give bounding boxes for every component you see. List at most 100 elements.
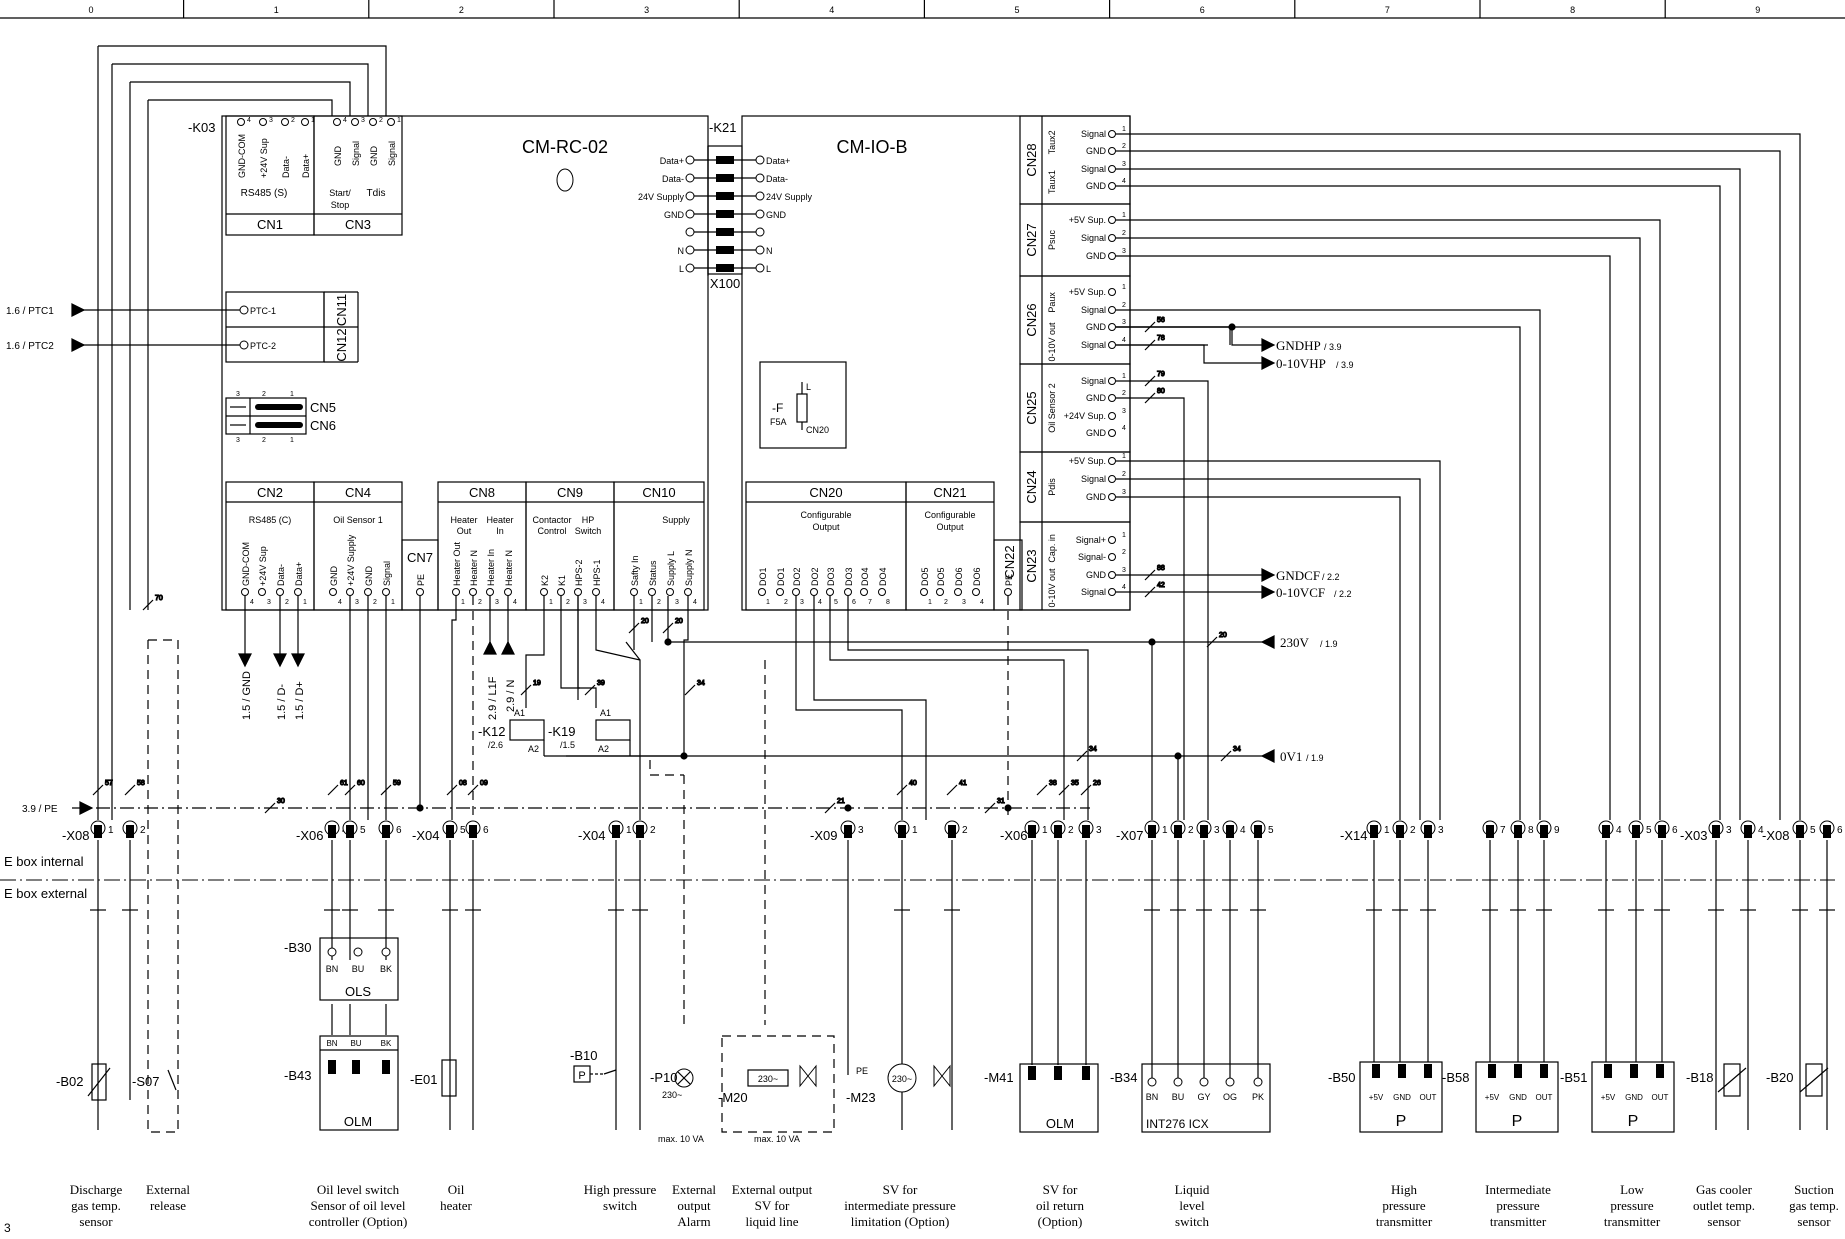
ruler-index: 3 xyxy=(644,5,649,15)
pin-number: 3 xyxy=(355,599,359,606)
connector-cn21 xyxy=(905,481,995,611)
connector-sub: 0-10V out xyxy=(1047,568,1057,608)
wire-tdis xyxy=(98,45,387,116)
pin-number: 1 xyxy=(461,599,465,606)
terminal-block xyxy=(1082,1066,1090,1080)
terminal-number: 7 xyxy=(1500,825,1506,836)
arrow-head xyxy=(238,653,252,668)
wire-tick xyxy=(1080,784,1092,796)
board-ref: -K03 xyxy=(188,120,215,135)
pin-label: GND xyxy=(1086,570,1107,580)
ref-l1f: 2.9 / L1F xyxy=(487,676,499,720)
pin-number: 1 xyxy=(1122,284,1126,291)
wire-signal xyxy=(1116,326,1521,820)
fuse-l: L xyxy=(806,382,811,392)
wire-signal xyxy=(1116,150,1781,820)
board-title: CM-RC-02 xyxy=(522,137,608,157)
terminal-block xyxy=(328,825,336,838)
wire-tick xyxy=(520,684,532,696)
pin-label: HPS-1 xyxy=(592,559,602,586)
pin-label: Signal- xyxy=(1078,552,1106,562)
terminal-block xyxy=(352,1060,360,1074)
pin-circle xyxy=(504,588,512,596)
connector-cn9 xyxy=(525,481,615,611)
pin-number: 2 xyxy=(285,599,289,606)
device-caption: Liquid xyxy=(1175,1182,1210,1197)
pin-circle xyxy=(452,588,460,596)
connector-cn7 xyxy=(401,539,439,611)
wire-color: BK xyxy=(381,1039,392,1048)
icx-pin: OG xyxy=(1223,1092,1237,1102)
pin-label: Supply L xyxy=(666,551,676,586)
pin-number: 2 xyxy=(379,117,383,124)
pin-circle xyxy=(258,588,266,596)
ref-230v: 230V xyxy=(1280,635,1310,650)
wire-tick xyxy=(1206,636,1218,648)
pin-circle xyxy=(1108,493,1116,501)
valve-m23 xyxy=(887,1063,917,1093)
ref-n: 2.9 / N xyxy=(505,680,517,712)
terminal-block xyxy=(1823,825,1831,838)
terminal-number: 4 xyxy=(1616,825,1622,836)
x100-pin-left: GND xyxy=(664,210,685,220)
wire-number: 31 xyxy=(997,798,1005,805)
device-caption: Low xyxy=(1620,1182,1644,1197)
device-caption: External xyxy=(146,1182,190,1197)
pin-number: 3 xyxy=(236,391,240,398)
x100-pin-left: N xyxy=(678,246,685,256)
pin-circle xyxy=(1253,1077,1263,1087)
strip-terminal xyxy=(716,264,734,272)
device-olm xyxy=(319,1035,399,1131)
terminal-block xyxy=(1148,825,1156,838)
pin-number: 1 xyxy=(549,599,553,606)
pin-label: Heater In xyxy=(486,549,496,586)
terminal-block xyxy=(1424,1064,1432,1078)
pin-number: 7 xyxy=(868,599,872,606)
x100-pin-right: GND xyxy=(766,210,787,220)
pin-number: 3 xyxy=(962,599,966,606)
terminal-block xyxy=(126,825,134,838)
switch-contact xyxy=(603,1069,617,1075)
pin-circle xyxy=(1108,165,1116,173)
ruler-index: 5 xyxy=(1014,5,1019,15)
pin-circle xyxy=(1199,1077,1209,1087)
icx-pin: BU xyxy=(1172,1092,1185,1102)
device-voltage: 230~ xyxy=(662,1090,682,1100)
wire-color: BU xyxy=(352,964,365,974)
pin-label: PE xyxy=(416,574,426,586)
wire-number: 34 xyxy=(1089,746,1097,753)
ref-vcf: 0-10VCF xyxy=(1276,585,1325,600)
sensor-diagonal xyxy=(1799,1067,1829,1093)
terminal-number: 6 xyxy=(1837,825,1843,836)
pin-label: GND xyxy=(1086,181,1107,191)
terminal-ref: -X08 xyxy=(62,828,89,843)
wire-signal xyxy=(1116,133,1801,820)
terminal-block xyxy=(1254,825,1262,838)
wire-tick xyxy=(584,684,596,696)
device-ref: -E01 xyxy=(410,1072,437,1087)
device-caption: SV for xyxy=(755,1198,790,1213)
wire-hp-switch xyxy=(595,596,641,820)
wire-number: 40 xyxy=(909,780,917,787)
wire-hp xyxy=(625,641,641,661)
device-caption: Suction xyxy=(1794,1182,1834,1197)
terminal-number: 1 xyxy=(912,825,918,836)
wire-tick xyxy=(1058,784,1070,796)
terminal-block xyxy=(94,825,102,838)
pin-number: 3 xyxy=(269,117,273,124)
arrow-head xyxy=(79,801,94,815)
pressure-symbol: P xyxy=(1396,1113,1407,1130)
pin-label: GND xyxy=(1086,492,1107,502)
device-caption: sensor xyxy=(79,1214,113,1229)
wire-tick xyxy=(684,684,696,696)
pin-label: HPS-2 xyxy=(574,559,584,586)
terminal-block xyxy=(1200,825,1208,838)
zone-external: E box external xyxy=(4,886,87,901)
pin-number: 2 xyxy=(1122,302,1126,309)
pin-circle xyxy=(755,209,765,219)
device-caption: switch xyxy=(603,1198,637,1213)
pin-circle xyxy=(1108,571,1116,579)
cn20-label: CN20 xyxy=(809,485,842,500)
pin-number: 1 xyxy=(397,117,401,124)
